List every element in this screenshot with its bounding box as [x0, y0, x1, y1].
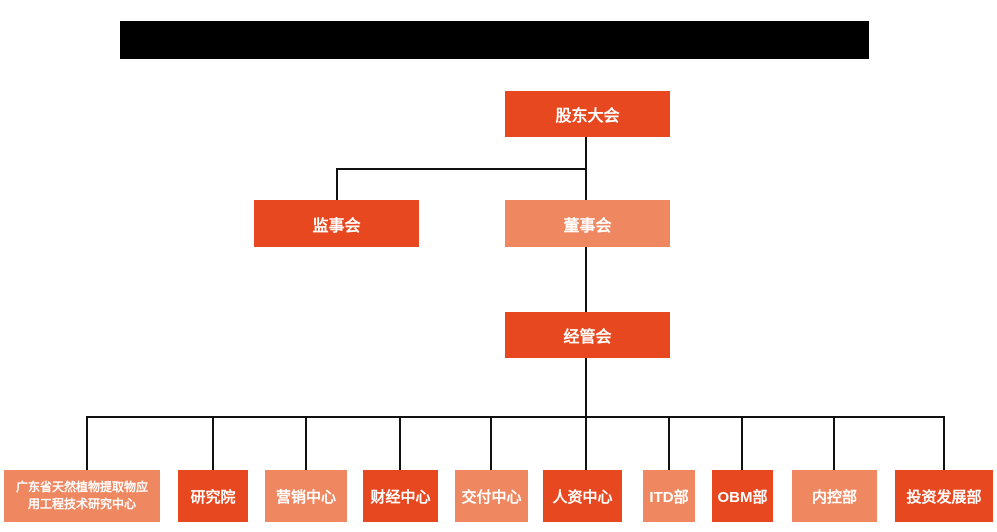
node-dept-research-center: 广东省天然植物提取物应 用工程技术研究中心: [4, 470, 160, 522]
node-label: 董事会: [563, 217, 612, 235]
node-label: 营销中心: [275, 488, 336, 506]
node-dept-delivery-center: 交付中心: [455, 470, 528, 522]
connector-line: [305, 416, 307, 470]
node-dept-hr-center: 人资中心: [543, 470, 622, 522]
node-board-of-directors: 董事会: [505, 200, 670, 247]
node-dept-finance-center: 财经中心: [363, 470, 438, 522]
node-label: 交付中心: [461, 488, 522, 506]
connector-line: [585, 168, 587, 200]
node-supervisory-board: 监事会: [254, 200, 419, 247]
connector-line: [336, 168, 338, 200]
node-dept-marketing-center: 营销中心: [265, 470, 347, 522]
node-label: 内控部: [811, 488, 857, 506]
node-label: 广东省天然植物提取物应 用工程技术研究中心: [15, 479, 148, 511]
node-label: 经管会: [563, 329, 612, 346]
node-label: ITD部: [649, 488, 689, 506]
node-label: 研究院: [190, 488, 236, 506]
node-dept-itd: ITD部: [643, 470, 695, 522]
connector-line: [668, 416, 670, 470]
node-shareholders-meeting: 股东大会: [505, 91, 670, 137]
node-label: 股东大会: [555, 108, 620, 125]
connector-line: [585, 358, 587, 470]
connector-line: [336, 168, 587, 170]
connector-line: [86, 416, 88, 470]
node-label: 财经中心: [370, 488, 431, 506]
node-dept-obm: OBM部: [712, 470, 773, 522]
connector-line: [943, 416, 945, 470]
node-label: 监事会: [312, 217, 361, 235]
node-dept-internal-control: 内控部: [792, 470, 877, 522]
node-management-committee: 经管会: [505, 312, 670, 358]
connector-line: [212, 416, 214, 470]
node-label: 投资发展部: [906, 488, 982, 506]
connector-line: [585, 247, 587, 312]
connector-line: [490, 416, 492, 470]
node-dept-research-institute: 研究院: [178, 470, 248, 522]
connector-line: [741, 416, 743, 470]
redacted-title-bar: [120, 21, 869, 59]
node-label: OBM部: [717, 488, 768, 506]
node-dept-investment-development: 投资发展部: [895, 470, 993, 522]
connector-line: [399, 416, 401, 470]
node-label: 人资中心: [552, 488, 613, 506]
connector-line: [585, 137, 587, 170]
connector-line: [833, 416, 835, 470]
connector-line: [86, 416, 945, 418]
